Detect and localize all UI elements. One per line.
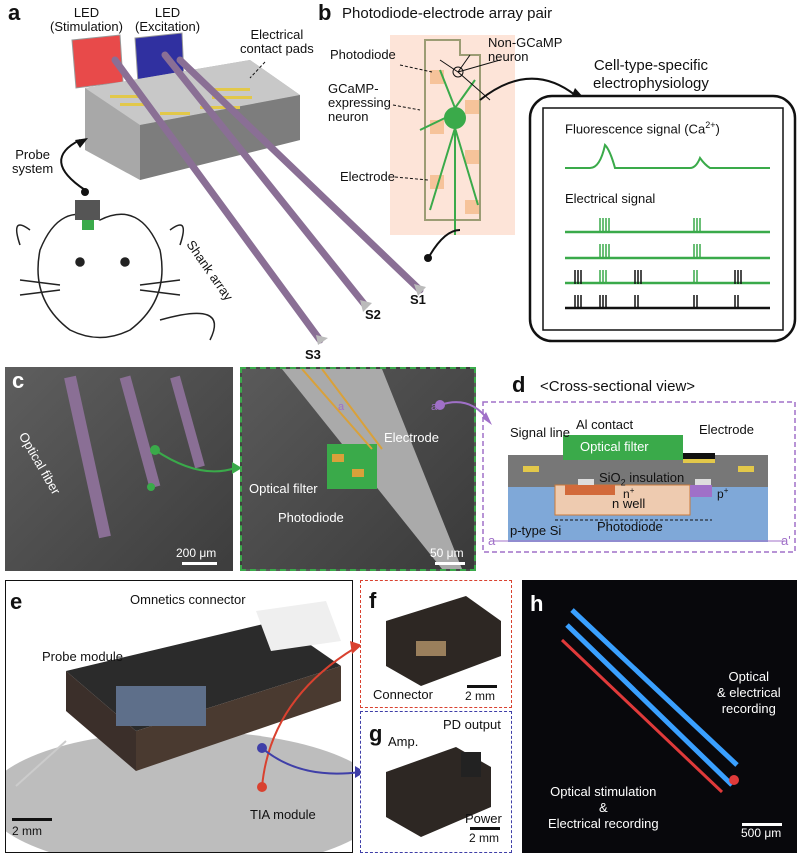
scale-c1-label: 200 μm	[176, 546, 217, 560]
optical-filter-label-c: Optical filter	[249, 481, 318, 496]
section-a-marker: a	[338, 401, 345, 413]
scale-bar-h	[742, 823, 782, 826]
sem-image-zoom	[240, 367, 476, 571]
panel-d-letter: d	[512, 372, 526, 397]
contact-pads-label: Electrical contact pads	[240, 27, 314, 56]
p-type-si-label: p-type Si	[510, 523, 562, 538]
probe-system-label: Probe system	[12, 147, 54, 176]
array-bg	[390, 35, 515, 235]
scale-g-label: 2 mm	[469, 831, 499, 845]
amp-label: Amp.	[388, 734, 419, 749]
scale-bar-c2	[435, 562, 465, 565]
pd-output-label: PD output	[443, 717, 501, 732]
optical-filter-label-d: Optical filter	[580, 439, 649, 454]
scale-bar-c1	[182, 562, 217, 565]
gcamp-neuron	[419, 69, 479, 235]
photodiode-label-c: Photodiode	[278, 510, 344, 525]
power-label: Power	[465, 811, 502, 826]
photodiode-label-d: Photodiode	[597, 519, 663, 534]
scale-h-label: 500 μm	[741, 826, 782, 840]
mouse-drawing	[15, 213, 216, 341]
cross-section-title: <Cross-sectional view>	[540, 378, 696, 395]
gcamp-label: GCaMP- expressing neuron	[328, 81, 391, 124]
panel-b-title: Photodiode-electrode array pair	[342, 5, 553, 22]
panel-g-letter: g	[369, 721, 383, 746]
probe-module-label: Probe module	[42, 649, 123, 664]
omnetics-label: Omnetics connector	[130, 592, 246, 607]
cts-title: Cell-type-specific electrophysiology	[593, 57, 709, 92]
panel-f-letter: f	[369, 588, 377, 613]
electrode-label-d: Electrode	[699, 422, 754, 437]
shank-array-label: Shank array	[183, 237, 237, 304]
n-plus-label: n+	[623, 486, 635, 501]
p-plus-label: p+	[717, 486, 729, 501]
panel-c-letter: c	[12, 368, 25, 393]
photo-connector	[360, 580, 512, 708]
fluorescence-signal-label: Fluorescence signal (Ca2+)	[565, 120, 720, 137]
tia-module-label: TIA module	[250, 807, 316, 822]
scale-bar-g	[470, 827, 500, 830]
connector-label: Connector	[373, 687, 433, 702]
s1-label: S1	[410, 292, 426, 307]
probe-base	[85, 60, 300, 180]
panel-h-letter: h	[530, 591, 544, 616]
section-a-d: a	[488, 533, 496, 548]
s3-label: S3	[305, 347, 321, 362]
electrical-signal-label: Electrical signal	[565, 191, 656, 206]
s2-label: S2	[365, 307, 381, 322]
n-well-label: n well	[612, 496, 646, 511]
shank-s3	[111, 56, 324, 344]
panel-a-letter: a	[8, 0, 21, 25]
al-contact-label: Al contact	[576, 417, 634, 432]
scale-e-label: 2 mm	[12, 824, 42, 838]
optical-electrical-recording-label: Optical & electrical recording	[717, 669, 781, 716]
photo-illuminated-probe	[522, 580, 797, 853]
panel-e-letter: e	[10, 589, 23, 614]
scale-bar-f	[467, 685, 497, 688]
electrode-label-c: Electrode	[384, 430, 439, 445]
sio2-label: SiO2 insulation	[599, 470, 685, 488]
fluorescence-trace	[565, 142, 770, 169]
scale-f-label: 2 mm	[465, 689, 495, 703]
non-gcamp-label: Non-GCaMP neuron	[488, 35, 563, 64]
led-stimulation-label: LED (Stimulation)	[50, 5, 123, 34]
scale-c2-label: 50 μm	[430, 546, 464, 560]
signal-line-label: Signal line	[510, 425, 570, 440]
electrode-label-b: Electrode	[340, 169, 395, 184]
panel-b-letter: b	[318, 0, 332, 25]
scale-bar-e	[12, 818, 52, 821]
led-stimulation	[71, 34, 124, 89]
section-a-prime-d: a'	[781, 533, 791, 548]
led-excitation-label: LED (Excitation)	[135, 5, 201, 34]
head-probe	[75, 200, 100, 220]
photodiode-label: Photodiode	[330, 47, 396, 62]
led-excitation	[134, 32, 185, 84]
section-a-prime-marker: a'	[431, 401, 440, 413]
optical-stimulation-label: Optical stimulation & Electrical recordi…	[548, 784, 659, 831]
